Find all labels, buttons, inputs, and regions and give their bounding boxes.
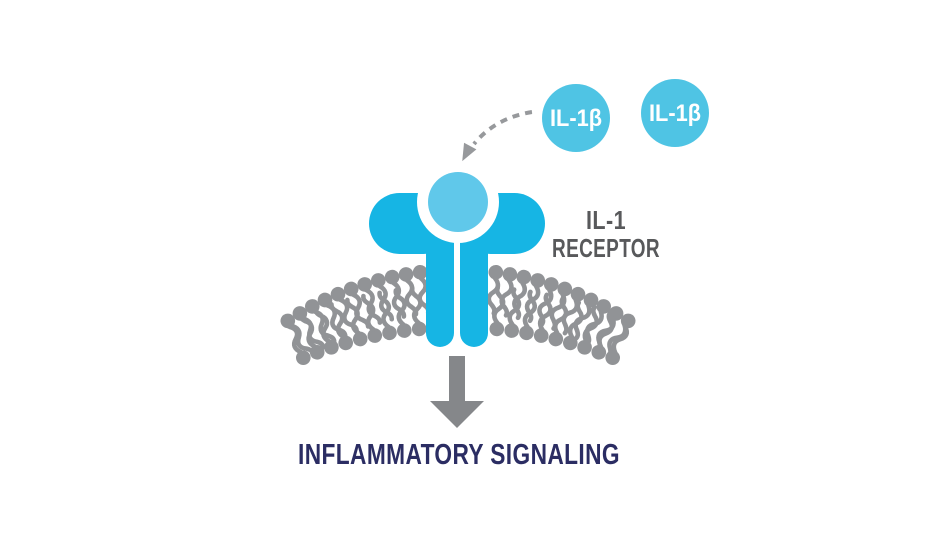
lipid (533, 292, 553, 343)
lipid (548, 296, 569, 347)
il1b-2-label: IL-1β (649, 100, 701, 127)
lipid-tail (282, 318, 304, 355)
receptor-label-line2: RECEPTOR (552, 233, 660, 263)
lipid-tail (409, 286, 423, 326)
lipid (370, 273, 395, 322)
lipid-tail (552, 296, 569, 336)
lipid-tail (611, 316, 630, 355)
lipid-head (411, 321, 427, 337)
lipid-head (533, 328, 549, 343)
receptor-binding-pocket (428, 172, 488, 232)
lipid (577, 305, 600, 355)
lipid (282, 318, 311, 366)
lipid (345, 297, 368, 347)
lipid (297, 312, 325, 360)
receptor-right-stem (460, 226, 488, 347)
lipid-head (370, 273, 386, 288)
lipid-tail (377, 290, 392, 330)
lipid (377, 290, 397, 341)
lipid-head (504, 323, 520, 338)
lipid-head (357, 277, 373, 292)
lipid-head (548, 331, 564, 347)
signal-arrow-shaft (449, 356, 465, 403)
lipid (504, 287, 522, 338)
lipid-head (382, 325, 397, 341)
lipid-head (562, 335, 578, 351)
lipid-tail (567, 300, 584, 340)
il1b-molecule-1: IL-1β (532, 74, 620, 162)
il1b-1-label: IL-1β (550, 105, 602, 132)
lipid-tail (537, 292, 553, 333)
lipid-tail (597, 310, 615, 349)
lipid-head (502, 267, 518, 282)
lipid (409, 286, 427, 337)
lipid-head (519, 325, 534, 341)
lipid-head (488, 264, 504, 280)
lipid-tail (313, 306, 332, 344)
lipid-head (352, 331, 368, 347)
lipid-tail (522, 289, 538, 330)
lipid-head (570, 286, 586, 302)
il1-receptor (369, 161, 545, 347)
lipid-head (577, 339, 592, 355)
lipid-head (384, 269, 400, 285)
lipid-head (338, 335, 354, 351)
lipid-tail (512, 280, 528, 321)
lipid-head (367, 328, 383, 343)
receptor-label-line1: IL-1 (586, 205, 626, 235)
binding-dashed-arrow-icon (462, 110, 533, 162)
lipid (489, 285, 506, 337)
lipid-tail (297, 312, 318, 349)
il1b-1-body (542, 84, 610, 152)
binding-arrow-curve (472, 110, 533, 146)
lipid-tail (364, 287, 383, 325)
lipid-head (396, 323, 412, 338)
lipid-tail (345, 297, 362, 336)
lipid-tail (582, 305, 600, 344)
lipid-head (557, 281, 573, 297)
lipid (313, 306, 339, 355)
signaling-label: INFLAMMATORY SIGNALING (298, 439, 620, 471)
lipid-head (309, 344, 325, 360)
lipid-head (543, 277, 559, 292)
lipid-head (516, 269, 532, 285)
lipid (357, 277, 383, 325)
binding-arrow-head (462, 142, 477, 162)
lipid-tail (377, 283, 395, 322)
lipid (512, 269, 532, 321)
lipid (329, 302, 354, 351)
lipid-head (605, 350, 621, 366)
lipid-tail (361, 293, 376, 333)
lipid-head (398, 267, 414, 282)
membrane-bilayer (280, 264, 636, 366)
lipid (361, 293, 383, 343)
lipid-tail (393, 288, 407, 327)
lipid-head (324, 339, 339, 355)
lipid-head (343, 281, 359, 297)
signal-down-arrow-icon (430, 356, 484, 428)
lipid (519, 289, 538, 341)
lipid-head (412, 264, 428, 280)
receptor-left-stem (426, 226, 454, 347)
il1b-2-body (641, 79, 709, 147)
lipid-head (489, 321, 505, 337)
lipid-head (591, 344, 607, 360)
lipid (591, 310, 615, 360)
lipid (562, 300, 584, 351)
lipid-tail (329, 302, 347, 340)
lipid-tail (507, 287, 522, 327)
lipid-head (530, 273, 546, 288)
signal-arrow-head (430, 401, 484, 428)
lipid-tail (524, 283, 541, 324)
lipid-tail (492, 285, 506, 326)
lipid (393, 288, 412, 338)
lipid (524, 273, 546, 324)
il1b-molecule-2: IL-1β (631, 69, 719, 157)
lipid (605, 316, 630, 366)
